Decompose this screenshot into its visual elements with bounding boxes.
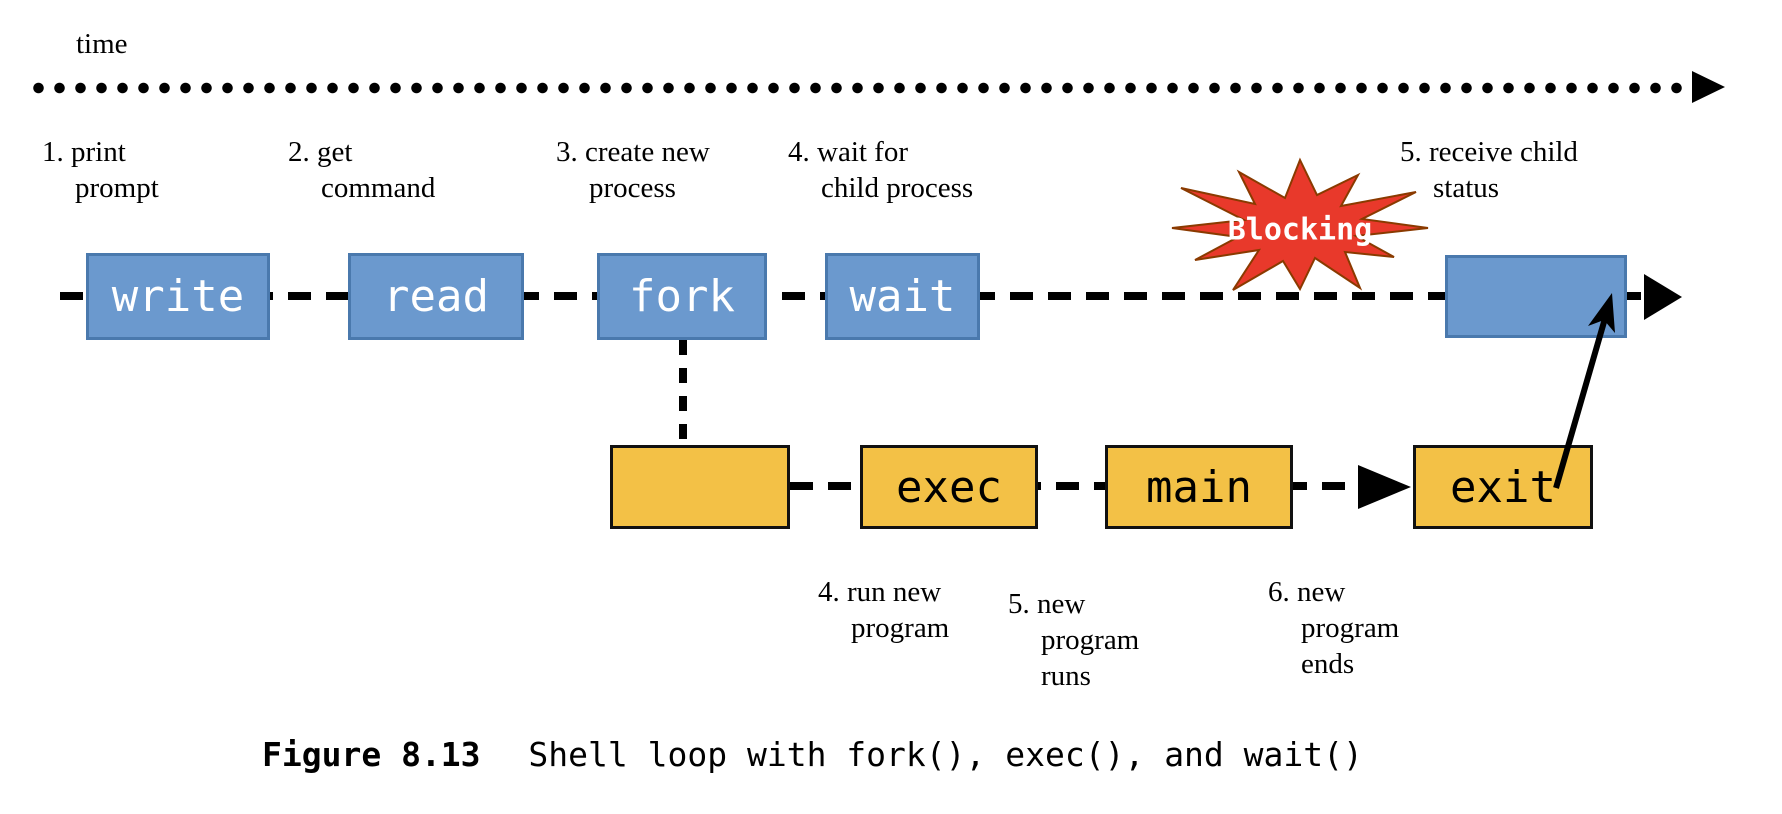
annotation-line: program [1301, 612, 1400, 644]
box-wait-label: wait [849, 271, 956, 322]
annotation-line: 5. new [1008, 588, 1086, 620]
blocking-star-icon [1171, 157, 1429, 292]
box-exec: exec [860, 445, 1038, 529]
annotation-create-new-process: 3. create new process [556, 134, 710, 206]
parent-line-arrowhead-icon [1644, 274, 1682, 320]
box-read-label: read [383, 271, 489, 322]
annotation-wait-for-child: 4. wait for child process [788, 134, 973, 206]
annotation-print-prompt: 1. print prompt [42, 134, 159, 206]
annotation-line: 6. new [1268, 576, 1346, 608]
box-exit-label: exit [1450, 461, 1556, 513]
box-wait: wait [825, 253, 980, 340]
exit-arrowhead-icon [1588, 293, 1615, 333]
annotation-new-program-runs: 5. new program runs [1008, 586, 1139, 694]
box-write-label: write [111, 271, 245, 322]
annotation-line: ends [1301, 648, 1355, 680]
box-fork: fork [597, 253, 767, 340]
annotation-line: 5. receive child [1400, 136, 1578, 168]
blocking-label: Blocking [1227, 212, 1373, 248]
box-exit: exit [1413, 445, 1593, 529]
box-exec-label: exec [896, 461, 1002, 513]
timeline-label: time [76, 28, 128, 60]
annotation-line: program [851, 612, 950, 644]
exit-arrow-line [1553, 314, 1609, 489]
blocking-star-shape [1171, 157, 1429, 292]
annotation-line: 2. get [288, 136, 353, 168]
timeline-arrowhead-icon [1692, 71, 1725, 103]
annotation-line: 3. create new [556, 136, 710, 168]
annotation-line: child process [821, 172, 974, 204]
annotation-line: 4. wait for [788, 136, 908, 168]
annotation-run-new-program: 4. run new program [818, 574, 949, 646]
annotation-receive-child-status: 5. receive child status [1400, 134, 1578, 206]
child-line-arrowhead-icon [1358, 465, 1411, 509]
blocking-burst: Blocking [1160, 148, 1440, 308]
annotation-line: command [321, 172, 436, 204]
box-read: read [348, 253, 524, 340]
figure-caption-text: Shell loop with fork(), exec(), and wait… [528, 735, 1363, 774]
box-fork-label: fork [629, 271, 735, 322]
box-receive-status [1445, 255, 1627, 338]
annotation-get-command: 2. get command [288, 134, 435, 206]
child-dashed-line [790, 482, 1358, 490]
exit-to-receive-arrow [1553, 293, 1615, 489]
annotation-line: 1. print [42, 136, 126, 168]
annotation-new-program-ends: 6. new program ends [1268, 574, 1399, 682]
figure-caption: Figure 8.13 Shell loop with fork(), exec… [262, 735, 1363, 774]
box-write: write [86, 253, 270, 340]
fork-to-child-dashed-line [679, 340, 687, 446]
annotation-line: status [1433, 172, 1500, 204]
annotation-line: runs [1041, 660, 1091, 692]
annotation-line: program [1041, 624, 1140, 656]
timeline-dotted-line [28, 82, 1690, 94]
box-child-start [610, 445, 790, 529]
annotation-line: prompt [75, 172, 159, 204]
annotation-line: process [589, 172, 676, 204]
box-main-label: main [1146, 461, 1252, 513]
annotation-line: 4. run new [818, 576, 942, 608]
figure-caption-number: Figure 8.13 [262, 735, 481, 774]
box-main: main [1105, 445, 1293, 529]
